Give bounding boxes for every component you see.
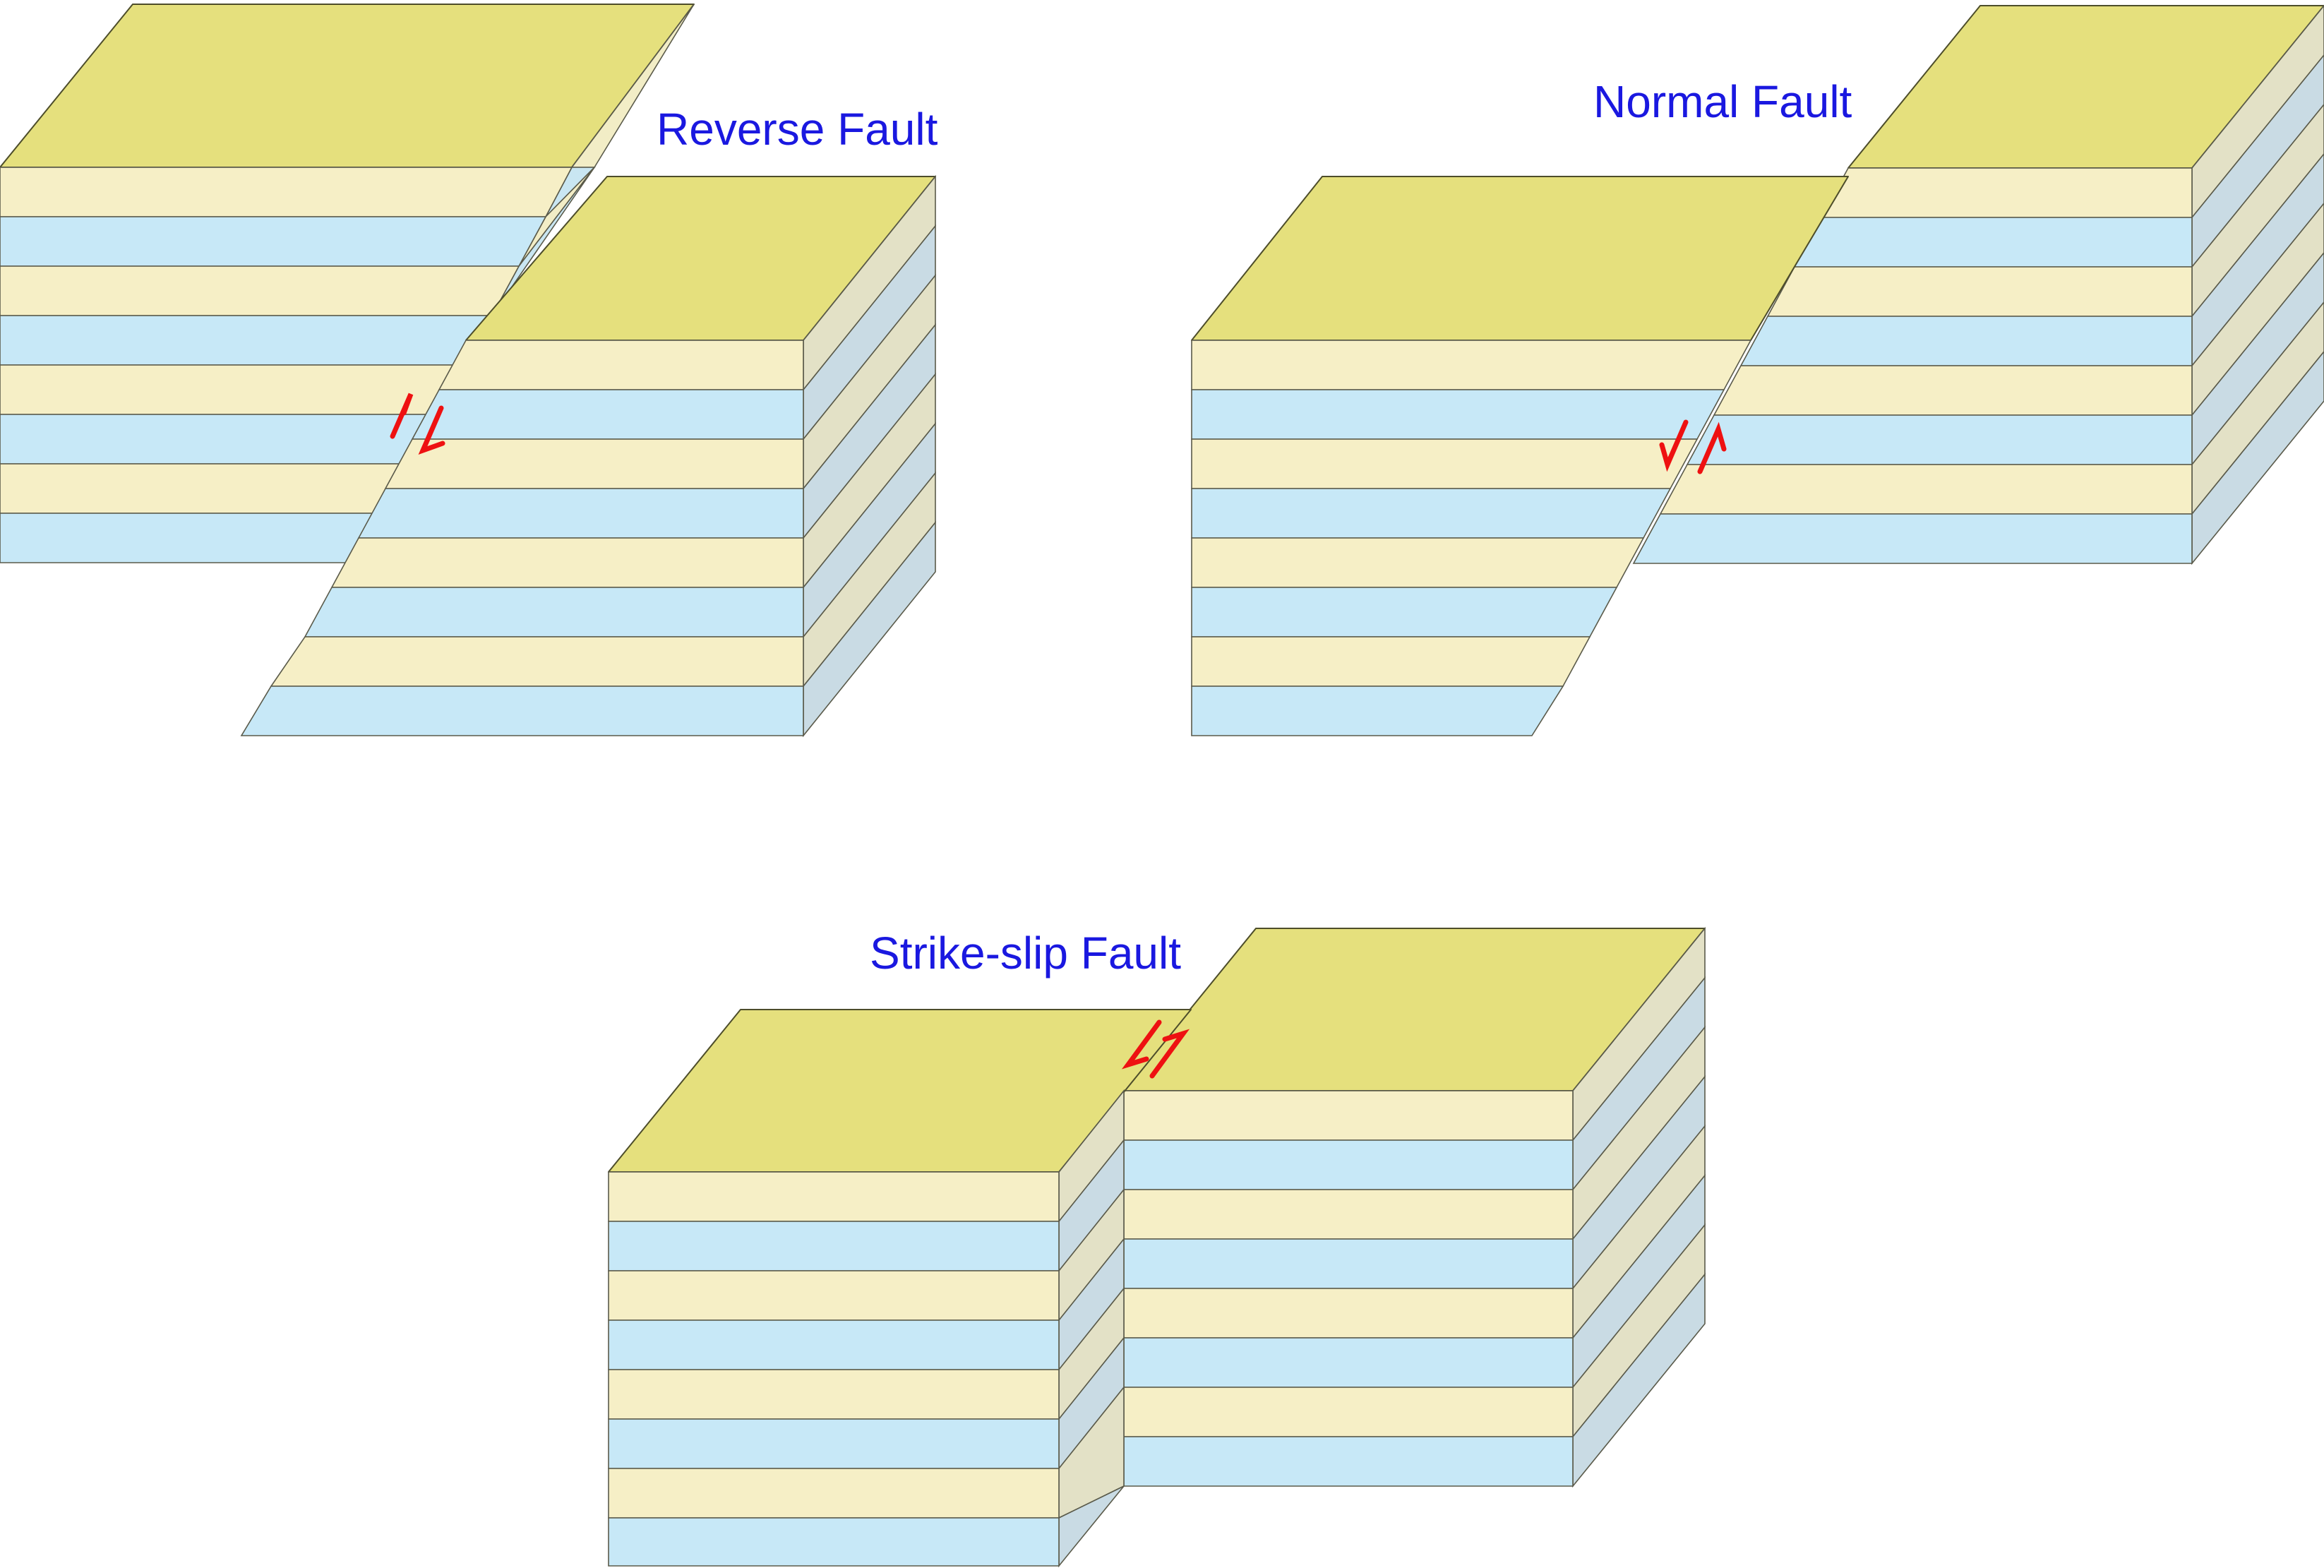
normal-fw-layer-4 bbox=[1739, 316, 2193, 366]
reverse-fw-layer-2 bbox=[411, 389, 804, 440]
ss-left-layer-5 bbox=[608, 1369, 1060, 1420]
reverse-hw-layer-6 bbox=[0, 414, 440, 465]
normal-hw-layer-6 bbox=[1191, 587, 1618, 638]
normal-hw-layer-2 bbox=[1191, 389, 1725, 440]
normal-hw-layer-8 bbox=[1191, 686, 1564, 736]
normal-fw-layer-2 bbox=[1793, 217, 2193, 268]
ss-right-layer-3 bbox=[1123, 1189, 1574, 1240]
reverse-hw-layer-3 bbox=[0, 265, 520, 316]
ss-left-layer-7 bbox=[608, 1468, 1060, 1519]
ss-right-layer-2 bbox=[1123, 1139, 1574, 1190]
normal-displacement-arrows bbox=[1659, 419, 1727, 474]
reverse-arrow-up bbox=[390, 393, 414, 439]
reverse-hw-layer-8 bbox=[0, 513, 386, 563]
reverse-hw-layer-5 bbox=[0, 364, 467, 415]
ss-left-layer-2 bbox=[608, 1221, 1060, 1271]
strike-slip-displacement-arrows bbox=[1121, 1019, 1190, 1079]
strike-slip-left-block bbox=[608, 1009, 1192, 1568]
normal-arrow-up bbox=[1697, 421, 1727, 474]
normal-fw-layer-6 bbox=[1686, 414, 2193, 465]
ss-right-layer-1 bbox=[1123, 1090, 1574, 1141]
normal-fault-diagram: Normal Fault bbox=[1191, 4, 2324, 736]
normal-fw-layer-1 bbox=[1820, 167, 2193, 218]
normal-hw-layer-3 bbox=[1191, 438, 1699, 489]
reverse-fw-layer-5 bbox=[330, 537, 804, 588]
normal-fw-layer-7 bbox=[1659, 464, 2193, 515]
reverse-fw-layer-1 bbox=[438, 340, 804, 390]
strike-slip-arrow-right bbox=[1149, 1029, 1190, 1079]
reverse-fw-layer-7 bbox=[270, 636, 804, 687]
normal-footwall-block bbox=[1632, 4, 2324, 565]
normal-hw-layer-5 bbox=[1191, 537, 1645, 588]
normal-hw-layer-4 bbox=[1191, 488, 1672, 539]
ss-left-layer-6 bbox=[608, 1418, 1060, 1469]
reverse-footwall-block bbox=[240, 174, 936, 738]
ss-right-layer-6 bbox=[1123, 1337, 1574, 1388]
reverse-hw-layer-2 bbox=[0, 216, 547, 267]
reverse-fw-layer-3 bbox=[384, 438, 804, 489]
reverse-hw-layer-4 bbox=[0, 315, 493, 366]
normal-hanging-wall-block bbox=[1191, 176, 1849, 736]
normal-hw-layer-7 bbox=[1191, 636, 1591, 687]
reverse-fw-layer-4 bbox=[357, 488, 804, 539]
normal-arrow-down bbox=[1659, 419, 1689, 472]
reverse-fault-label: Reverse Fault bbox=[657, 104, 938, 155]
normal-fw-layer-3 bbox=[1766, 266, 2193, 317]
reverse-fw-layer-8 bbox=[240, 686, 804, 736]
strike-slip-fault-diagram: Strike-slip Fault bbox=[608, 926, 1706, 1568]
strike-slip-arrow-left bbox=[1121, 1019, 1162, 1070]
normal-hw-layer-1 bbox=[1191, 340, 1752, 390]
ss-right-layer-4 bbox=[1123, 1238, 1574, 1289]
ss-left-layer-3 bbox=[608, 1270, 1060, 1321]
ss-left-layer-1 bbox=[608, 1171, 1060, 1222]
ss-right-layer-7 bbox=[1123, 1387, 1574, 1437]
ss-left-side-cap bbox=[1058, 1090, 1125, 1173]
reverse-fw-layer-6 bbox=[304, 587, 804, 638]
ss-right-layer-5 bbox=[1123, 1288, 1574, 1339]
reverse-displacement-arrows bbox=[390, 393, 445, 455]
normal-fault-label: Normal Fault bbox=[1593, 76, 1852, 127]
normal-hanging-wall-top bbox=[1191, 176, 1849, 341]
strike-slip-fault-label: Strike-slip Fault bbox=[870, 928, 1181, 978]
reverse-fault-diagram: Reverse Fault bbox=[0, 4, 938, 738]
strike-slip-right-block bbox=[1123, 926, 1706, 1488]
reverse-hanging-wall-block bbox=[0, 4, 695, 563]
ss-right-layer-8 bbox=[1123, 1436, 1574, 1487]
normal-fw-layer-8 bbox=[1632, 513, 2193, 564]
reverse-arrow-down bbox=[418, 405, 445, 455]
ss-left-layer-4 bbox=[608, 1319, 1060, 1370]
normal-fw-layer-5 bbox=[1713, 365, 2193, 416]
ss-left-layer-8 bbox=[608, 1517, 1060, 1567]
reverse-hw-layer-1 bbox=[0, 167, 573, 217]
reverse-hw-layer-7 bbox=[0, 463, 413, 514]
